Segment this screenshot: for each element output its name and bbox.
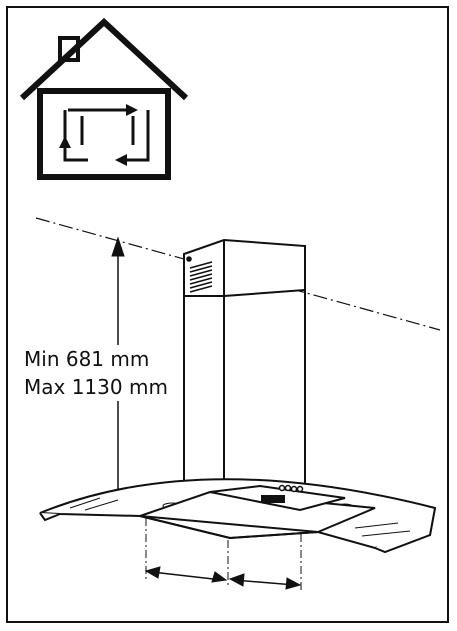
arrowheads-icon — [59, 104, 138, 166]
width-dimension — [144, 518, 302, 590]
ceiling-line — [35, 217, 441, 331]
control-buttons-icon — [278, 484, 304, 493]
min-height-text: Min 681 mm — [24, 347, 150, 371]
hood-body — [139, 484, 376, 540]
house-recirculation-icon — [19, 17, 189, 180]
chimney-duct — [183, 238, 306, 484]
recirculation-arrows-icon — [63, 108, 150, 162]
max-height-text: Max 1130 mm — [24, 375, 168, 399]
vent-grille-icon — [186, 256, 213, 293]
height-dimension-label: Min 681 mm Max 1130 mm — [22, 345, 170, 401]
